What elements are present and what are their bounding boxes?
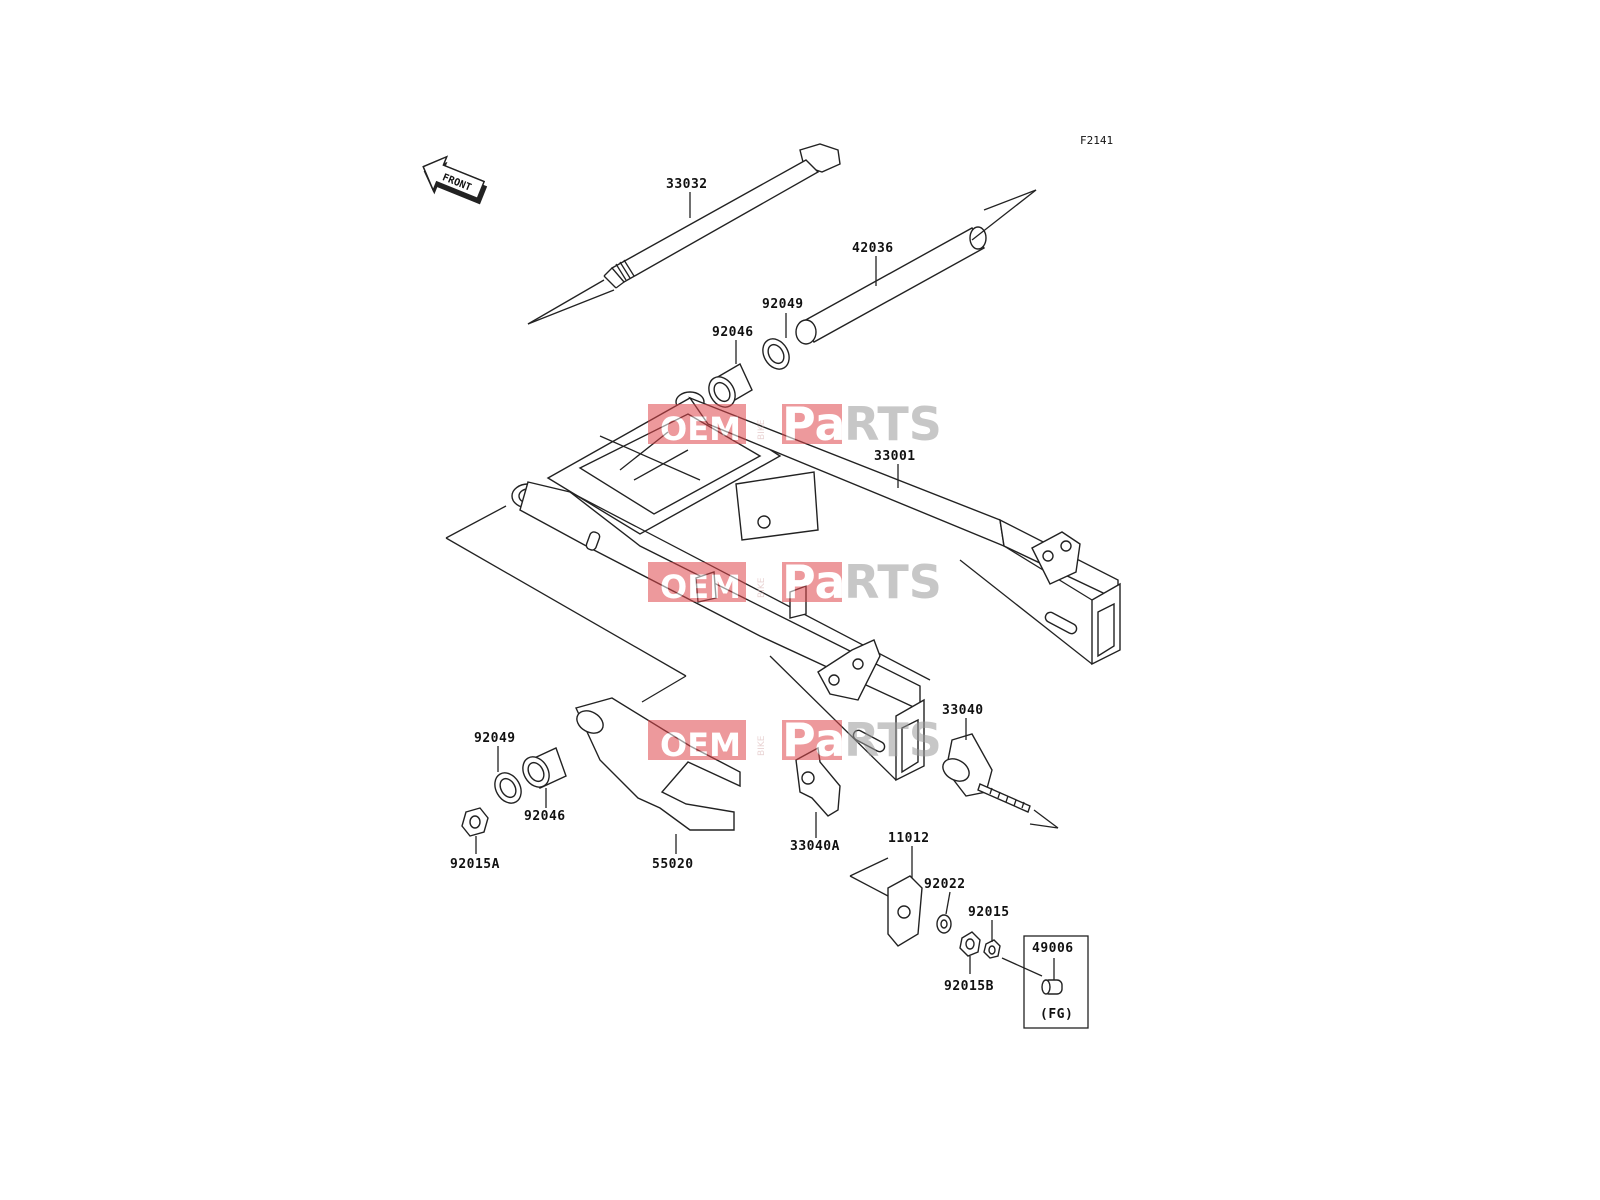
part-label-92046-top: 92046 bbox=[712, 325, 754, 340]
watermark-3: OEM BIKE Pa RTS bbox=[648, 713, 942, 767]
watermark-3-right-b: RTS bbox=[844, 713, 942, 767]
watermark-1: OEM BIKE Pa RTS bbox=[648, 397, 942, 451]
front-direction-arrow-icon: FRONT bbox=[422, 155, 488, 205]
chain-guide-pointer-b bbox=[641, 675, 687, 703]
needle-bearing-top bbox=[708, 363, 753, 408]
cap-49006 bbox=[1041, 979, 1063, 995]
part-label-49006: 49006 bbox=[1032, 941, 1074, 956]
adjuster-block bbox=[849, 857, 923, 947]
nut-92015a bbox=[461, 807, 489, 837]
watermark-2-middle: BIKE bbox=[757, 577, 767, 598]
part-label-92015: 92015 bbox=[968, 905, 1010, 920]
part-label-92015b: 92015B bbox=[944, 979, 994, 994]
variant-box bbox=[1023, 935, 1089, 1029]
watermark-3-left: OEM bbox=[660, 726, 741, 764]
watermark-2-right-a: Pa bbox=[782, 555, 846, 609]
part-label-92022: 92022 bbox=[924, 877, 966, 892]
chain-adjuster-right bbox=[942, 733, 1059, 829]
collar-sleeve bbox=[795, 189, 1037, 345]
part-label-92049-left: 92049 bbox=[474, 731, 516, 746]
part-label-92046-left: 92046 bbox=[524, 809, 566, 824]
part-label-42036: 42036 bbox=[852, 241, 894, 256]
watermark-2-right-b: RTS bbox=[844, 555, 942, 609]
cap-pointer-line bbox=[1001, 957, 1043, 977]
seal-left bbox=[494, 772, 522, 804]
needle-bearing-left bbox=[522, 747, 567, 789]
part-label-33032: 33032 bbox=[666, 177, 708, 192]
washer-92022 bbox=[936, 914, 952, 934]
watermark-3-right-a: Pa bbox=[782, 713, 846, 767]
watermark-1-middle: BIKE bbox=[757, 419, 767, 440]
chain-adjuster-plate-left bbox=[795, 746, 841, 817]
watermark-3-middle: BIKE bbox=[757, 735, 767, 756]
nut-92015b bbox=[959, 931, 981, 957]
chain-guide-pointer-c bbox=[445, 505, 507, 539]
leader-92022 bbox=[945, 891, 951, 915]
watermark-1-right-a: Pa bbox=[782, 397, 846, 451]
part-label-92015a: 92015A bbox=[450, 857, 500, 872]
part-label-11012: 11012 bbox=[888, 831, 930, 846]
nut-92015 bbox=[983, 939, 1001, 959]
variant-note: (FG) bbox=[1040, 1007, 1073, 1022]
swingarm-axle-bolt bbox=[527, 143, 841, 325]
watermark-2-left: OEM bbox=[660, 568, 741, 606]
watermark-2: OEM BIKE Pa RTS bbox=[648, 555, 942, 609]
chain-guide bbox=[575, 697, 741, 831]
part-label-92049-top: 92049 bbox=[762, 297, 804, 312]
chain-guide-pointer-a bbox=[445, 537, 687, 677]
part-label-33040: 33040 bbox=[942, 703, 984, 718]
watermark-1-right-b: RTS bbox=[844, 397, 942, 451]
seal-top bbox=[762, 338, 790, 370]
part-label-55020: 55020 bbox=[652, 857, 694, 872]
watermark-1-left: OEM bbox=[660, 410, 741, 448]
part-label-33001: 33001 bbox=[874, 449, 916, 464]
part-label-33040a: 33040A bbox=[790, 839, 840, 854]
diagram-code: F2141 bbox=[1080, 134, 1113, 147]
